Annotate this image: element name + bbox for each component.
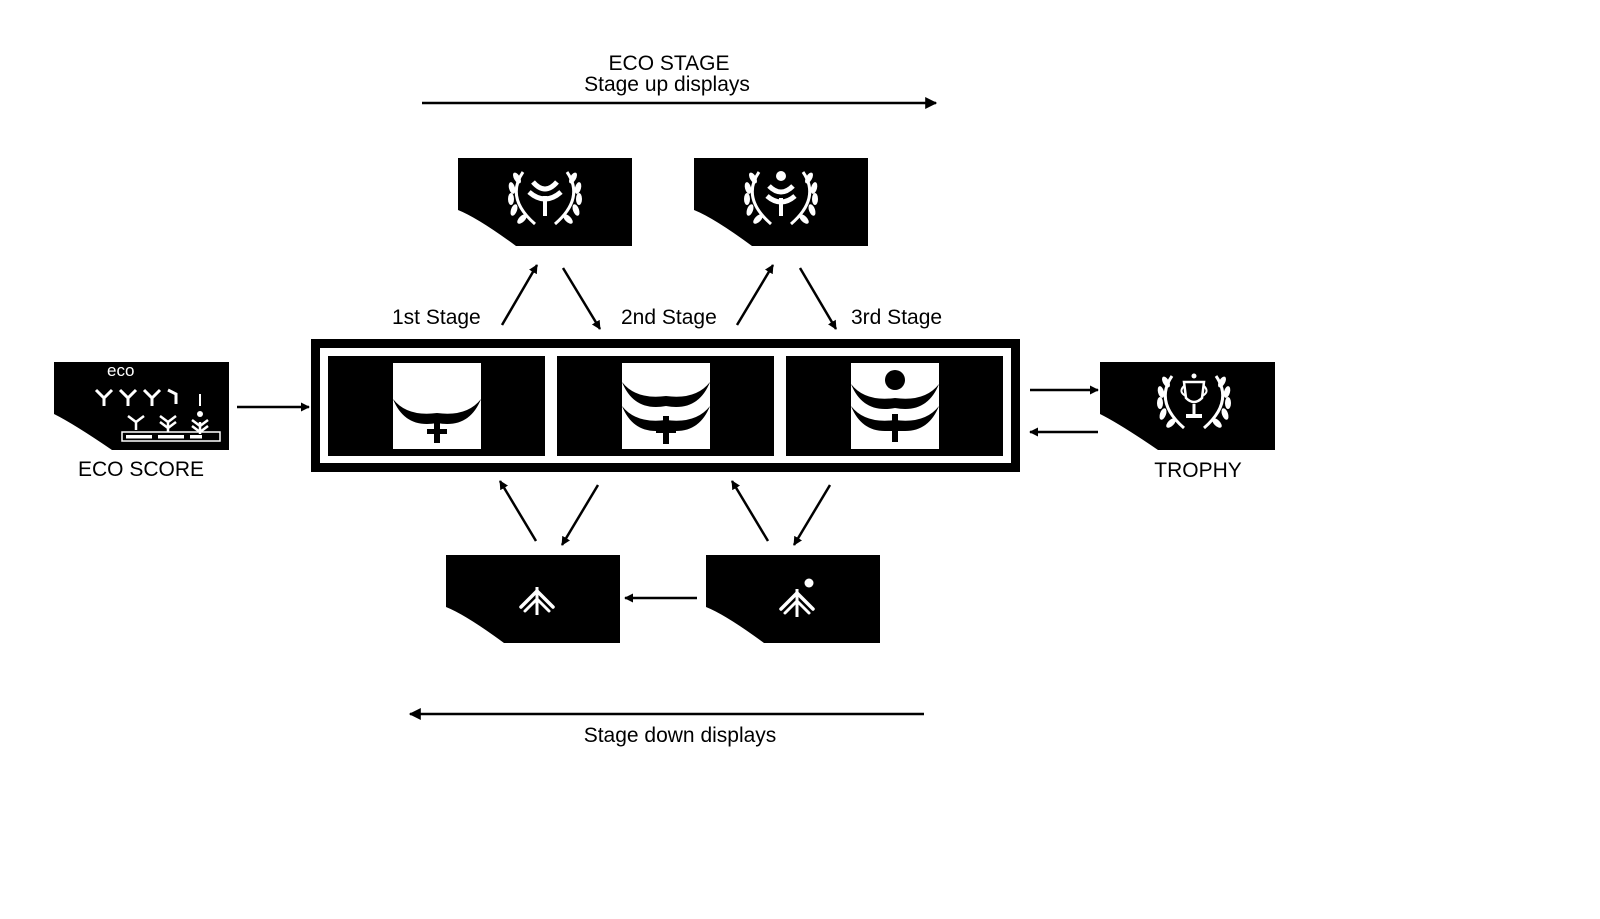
arrow-up-stage2	[735, 264, 775, 326]
eco-sprouts-row	[94, 388, 201, 406]
arrow-drop-to-stage2	[730, 480, 770, 542]
trophy-laurel-icon	[1155, 373, 1233, 431]
stage-up-display-2	[694, 158, 868, 246]
two-leaf-pair-icon	[622, 382, 710, 444]
eco-score-label: ECO SCORE	[77, 458, 205, 481]
trophy-label: TROPHY	[1154, 459, 1242, 482]
arrow-down-to-stage3	[798, 267, 838, 330]
arrow-down-to-stage2	[561, 267, 602, 330]
eco-stage-indicators	[127, 411, 209, 434]
stage-down-display-1	[446, 555, 620, 643]
stage-up-label: Stage up displays	[584, 73, 750, 96]
arrow-up-stage1	[500, 264, 539, 326]
eco-progress-bar	[121, 431, 221, 442]
stage-up-display-1	[458, 158, 632, 246]
eco-score-display	[54, 362, 229, 450]
one-leaf-pair-icon	[393, 399, 481, 443]
eco-screen-text: eco	[107, 361, 135, 380]
stage-bar	[311, 339, 1020, 472]
laurel-flower-icon	[742, 169, 820, 227]
stage-1-panel	[328, 356, 545, 456]
stage-3-panel	[786, 356, 1003, 456]
flower-leaf-pair-icon	[851, 370, 939, 442]
stage-3-label: 3rd Stage	[851, 306, 943, 329]
stage-down-display-2	[706, 555, 880, 643]
diagram-title: ECO STAGE	[608, 52, 730, 75]
wilted-sprout-dot-icon	[779, 578, 815, 619]
trophy-display	[1100, 362, 1275, 450]
laurel-leaf-icon	[506, 169, 584, 227]
stage-2-panel	[557, 356, 774, 456]
stage-1-label: 1st Stage	[392, 306, 481, 329]
stage-2-label: 2nd Stage	[621, 306, 717, 329]
arrow-stage2-down	[792, 484, 832, 546]
arrow-drop-to-stage1	[498, 480, 538, 542]
stage-down-label: Stage down displays	[583, 724, 777, 747]
arrow-stage1-down	[560, 484, 600, 546]
